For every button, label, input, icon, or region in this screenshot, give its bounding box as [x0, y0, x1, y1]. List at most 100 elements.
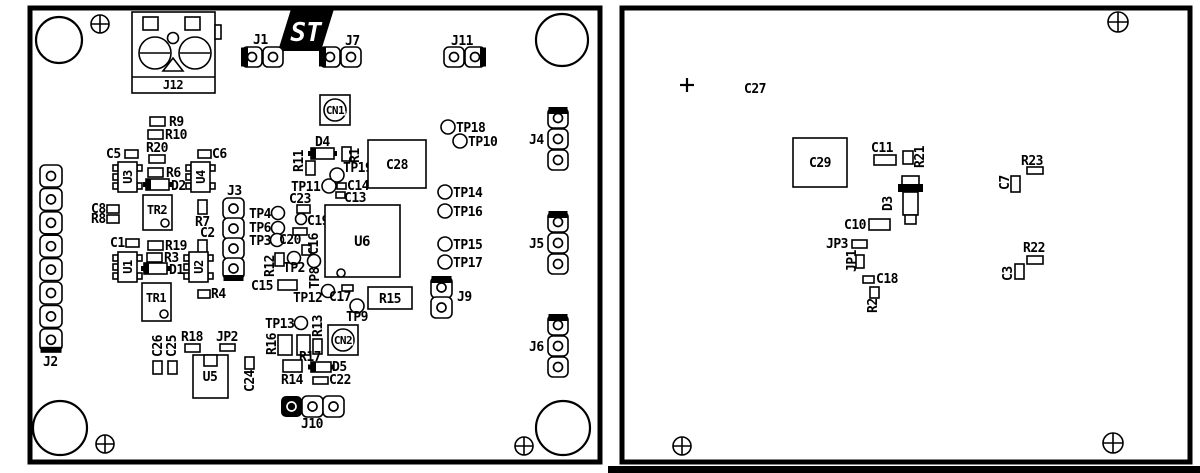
component-R13: R13	[311, 315, 326, 355]
component-J5: J5	[529, 211, 569, 275]
svg-text:TR2: TR2	[147, 203, 167, 217]
component-R6: R6	[147, 166, 182, 181]
mounting-hole	[534, 12, 590, 68]
component-R2: R2	[866, 286, 881, 313]
svg-text:R12: R12	[263, 255, 278, 277]
svg-text:CN1: CN1	[326, 104, 345, 117]
component-C27: C27	[680, 78, 766, 97]
page-divider-bar	[608, 466, 1200, 473]
svg-text:CN2: CN2	[334, 334, 352, 347]
fiducial-crosshair-icon	[672, 436, 692, 456]
svg-text:C8: C8	[91, 202, 106, 217]
svg-text:TP13: TP13	[265, 317, 294, 332]
svg-text:TP3: TP3	[249, 234, 271, 249]
svg-text:TP17: TP17	[453, 256, 482, 271]
component-C18: C18	[862, 272, 899, 287]
component-R20: R20	[146, 141, 169, 164]
svg-text:C13: C13	[344, 191, 366, 206]
mounting-hole	[34, 15, 84, 65]
svg-text:R18: R18	[181, 330, 204, 345]
svg-text:TP2: TP2	[283, 261, 305, 276]
svg-text:J6: J6	[529, 340, 544, 355]
component-TP19: TP19	[329, 161, 373, 183]
component-D2: D2	[143, 178, 186, 194]
svg-text:C23: C23	[289, 192, 311, 207]
component-R1: R1	[341, 146, 363, 163]
svg-text:U1: U1	[121, 260, 135, 274]
svg-text:J7: J7	[345, 34, 360, 49]
svg-text:J12: J12	[163, 78, 183, 92]
component-ST-logo: ST	[278, 9, 334, 51]
component-J7: J7	[319, 34, 362, 68]
component-TP18: TP18	[440, 119, 486, 136]
component-C24: C24	[243, 356, 258, 392]
component-U2: U2	[183, 251, 214, 283]
svg-text:TP15: TP15	[453, 238, 482, 253]
component-C17: C17	[329, 284, 354, 305]
svg-text:R2: R2	[866, 298, 881, 313]
fiducial-crosshair-icon	[1107, 11, 1129, 33]
svg-text:TP8: TP8	[308, 266, 323, 289]
component-J4: J4	[529, 107, 569, 171]
component-TP14: TP14	[437, 184, 483, 201]
mounting-hole	[31, 399, 89, 457]
component-TR2: TR2	[142, 194, 173, 231]
component-J10: J10	[281, 395, 345, 432]
component-C26: C26	[151, 334, 166, 375]
svg-text:C11: C11	[871, 141, 894, 156]
component-C15: C15	[251, 279, 298, 294]
svg-text:C7: C7	[998, 175, 1013, 190]
svg-text:C17: C17	[329, 290, 351, 305]
svg-text:J9: J9	[457, 290, 472, 305]
svg-text:C18: C18	[876, 272, 899, 287]
component-R21: R21	[902, 145, 928, 168]
svg-text:R21: R21	[913, 145, 928, 168]
component-C14: C14	[336, 179, 370, 194]
svg-text:C3: C3	[1001, 266, 1016, 281]
component-CN1: CN1	[319, 94, 351, 126]
fiducial-crosshair-icon	[514, 436, 534, 456]
svg-text:R22: R22	[1023, 241, 1045, 256]
component-U1: U1	[112, 251, 143, 283]
svg-text:C5: C5	[106, 147, 121, 162]
svg-text:JP3: JP3	[826, 237, 848, 252]
component-C22: C22	[312, 373, 351, 388]
svg-text:R20: R20	[146, 141, 169, 156]
component-TP6: TP6	[249, 220, 286, 236]
component-TP16: TP16	[437, 203, 483, 220]
component-J9: J9	[430, 276, 472, 319]
component-R16: R16	[265, 332, 293, 356]
svg-text:TP14: TP14	[453, 186, 483, 201]
fiducial-crosshair-icon	[1102, 432, 1124, 454]
component-R14: R14	[281, 359, 304, 388]
svg-text:U4: U4	[194, 170, 208, 184]
component-TP4: TP4	[249, 205, 286, 222]
svg-text:TP19: TP19	[343, 161, 372, 176]
svg-text:R9: R9	[169, 115, 184, 130]
component-R8: R8	[91, 212, 120, 227]
svg-text:C10: C10	[844, 218, 867, 233]
component-TP12: TP12	[293, 283, 336, 306]
component-C20: C20	[279, 227, 308, 248]
component-J1: J1	[241, 33, 284, 68]
svg-text:C1: C1	[110, 236, 125, 251]
svg-text:JP2: JP2	[216, 330, 238, 345]
svg-text:C15: C15	[251, 279, 273, 294]
component-J2: J2	[39, 164, 63, 370]
svg-text:J10: J10	[301, 417, 324, 432]
component-R9: R9	[149, 115, 184, 130]
svg-text:C14: C14	[347, 179, 370, 194]
svg-text:R4: R4	[211, 287, 226, 302]
svg-text:C20: C20	[279, 233, 302, 248]
component-R15: R15	[367, 286, 413, 310]
component-JP2: JP2	[216, 330, 238, 352]
svg-text:ST: ST	[290, 18, 323, 48]
component-D5: D5	[308, 360, 347, 375]
component-J12: J12	[131, 11, 222, 94]
svg-text:TP4: TP4	[249, 207, 272, 222]
svg-text:C22: C22	[329, 373, 351, 388]
component-C3: C3	[1001, 263, 1025, 281]
